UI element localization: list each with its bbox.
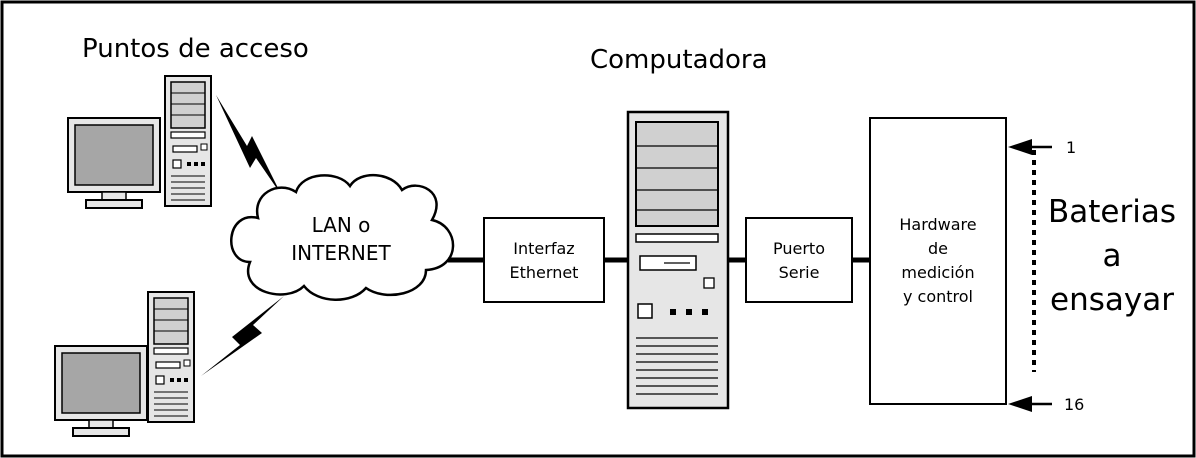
- serial-label-line1: Puerto: [773, 239, 825, 258]
- cloud-icon: [230, 173, 455, 301]
- serial-label-line2: Serie: [779, 263, 820, 282]
- ethernet-label-line1: Interfaz: [513, 239, 574, 258]
- hardware-label-line3: medición: [901, 263, 974, 282]
- ethernet-label-line2: Ethernet: [510, 263, 579, 282]
- batteries-label-line3: ensayar: [1050, 282, 1174, 318]
- hardware-label-line2: de: [928, 239, 948, 258]
- hardware-label-line4: y control: [903, 287, 973, 306]
- serial-port-box: [745, 217, 853, 303]
- tower-pc-icon: [147, 291, 195, 423]
- hardware-box: [869, 117, 1007, 405]
- monitor-icon: [67, 117, 161, 209]
- arrow-left-icon: [1008, 139, 1052, 155]
- ethernet-interface-box: [483, 217, 605, 303]
- access-points-title: Puntos de acceso: [82, 34, 309, 64]
- channel-first-label: 1: [1066, 138, 1076, 157]
- batteries-label-line1: Baterias: [1048, 194, 1176, 230]
- access-point-2: [54, 291, 195, 437]
- monitor-icon: [54, 345, 148, 437]
- tower-pc-icon: [164, 75, 212, 207]
- network-label-line2: INTERNET: [291, 241, 391, 265]
- batteries-label-line2: a: [1103, 238, 1122, 274]
- arrow-left-icon: [1008, 396, 1052, 412]
- computer-tower-icon: [626, 110, 730, 410]
- hardware-label-line1: Hardware: [899, 215, 976, 234]
- network-label-line1: LAN o: [312, 213, 371, 237]
- access-point-1: [67, 75, 212, 209]
- lightning-icon: [216, 95, 282, 196]
- channel-last-label: 16: [1064, 395, 1084, 414]
- lightning-icon: [201, 296, 284, 376]
- computer-title: Computadora: [590, 45, 768, 75]
